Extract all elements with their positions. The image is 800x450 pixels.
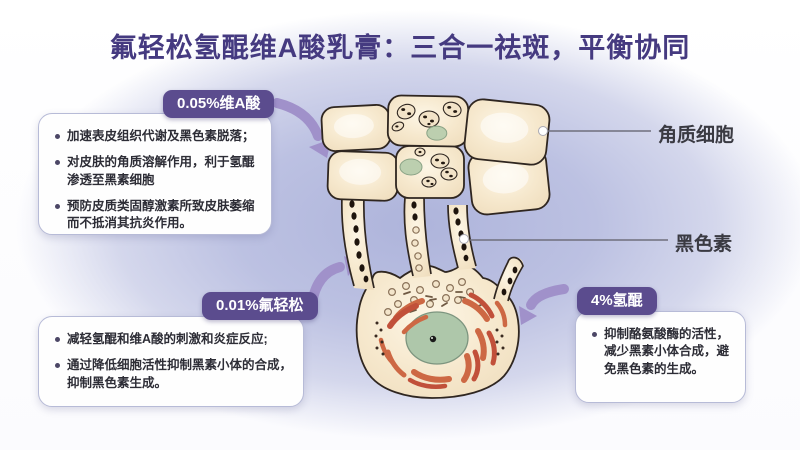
tag-fluocinolone: 0.01%氟轻松 <box>202 292 318 321</box>
tag-hydroquinone: 4%氢醌 <box>577 287 657 316</box>
melanocyte-nucleus <box>405 311 469 365</box>
card-fluocinolone: 减轻氢醌和维A酸的刺激和炎症反应; 通过降低细胞活性抑制黑素小体的合成，抑制黑色… <box>38 316 304 407</box>
endoplasmic-reticulum <box>378 292 508 389</box>
retinoin-bullet-list: 加速表皮组织代谢及黑色素脱落； 对皮肤的角质溶解作用，利于氢醌渗透至黑素细胞 预… <box>54 128 263 232</box>
keratinocyte-cells <box>320 94 551 216</box>
pigment-specks <box>374 321 505 356</box>
card-hydroquinone: 抑制酪氨酸酶的活性，减少黑素小体合成，避免黑色素的生成。 <box>575 311 746 403</box>
label-keratinocyte: 角质细胞 <box>658 125 735 146</box>
hydroquinone-bullet-list: 抑制酪氨酸酶的活性，减少黑素小体合成，避免黑色素的生成。 <box>591 326 737 378</box>
melanin-granules <box>349 200 518 296</box>
leader-line-melanin <box>459 234 668 244</box>
fluocinolone-bullet-list: 减轻氢醌和维A酸的刺激和炎症反应; 通过降低细胞活性抑制黑素小体的合成，抑制黑色… <box>54 331 295 392</box>
bullet-item: 通过降低细胞活性抑制黑素小体的合成，抑制黑色素生成。 <box>54 357 295 392</box>
label-melanin: 黑色素 <box>675 234 733 255</box>
leader-line-keratinocyte <box>538 126 651 136</box>
bullet-item: 加速表皮组织代谢及黑色素脱落； <box>54 128 263 145</box>
bullet-item: 减轻氢醌和维A酸的刺激和炎症反应; <box>54 331 295 348</box>
page-title: 氟轻松氢醌维A酸乳膏：三合一祛斑，平衡协同 <box>109 33 691 63</box>
bullet-item: 对皮肤的角质溶解作用，利于氢醌渗透至黑素细胞 <box>54 154 263 189</box>
card-retinoin: 加速表皮组织代谢及黑色素脱落； 对皮肤的角质溶解作用，利于氢醌渗透至黑素细胞 预… <box>38 113 272 235</box>
tag-retinoin: 0.05%维A酸 <box>163 90 275 119</box>
arrow-hydroquinone-icon <box>519 284 569 325</box>
keratinocyte-with-nucleus <box>395 145 465 199</box>
bullet-item: 抑制酪氨酸酶的活性，减少黑素小体合成，避免黑色素的生成。 <box>591 326 737 378</box>
bullet-item: 预防皮质类固醇激素所致皮肤萎缩而不抵消其抗炎作用。 <box>54 198 263 233</box>
keratinocyte-with-melanosomes <box>386 94 470 148</box>
